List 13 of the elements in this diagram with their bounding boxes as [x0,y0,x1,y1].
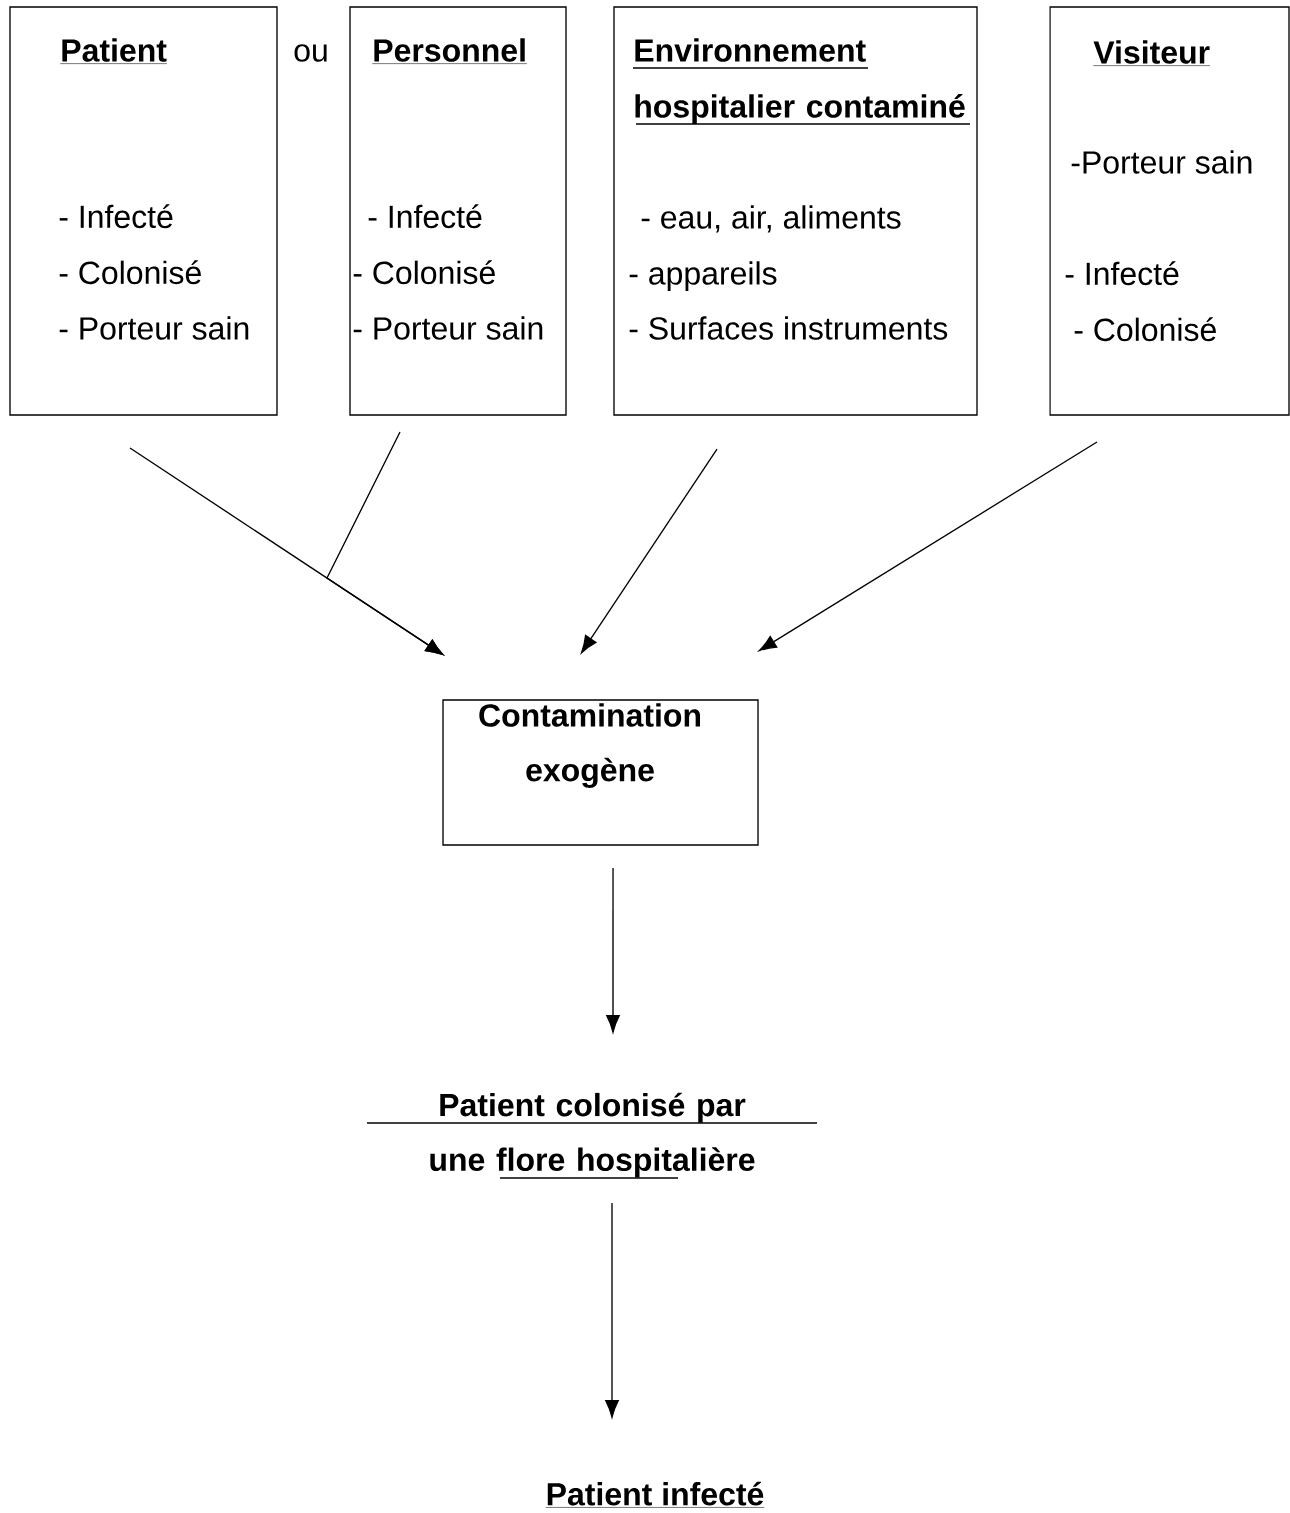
source-box: Visiteur -Porteur sain - Infecté - Colonisé [1049,6,1290,416]
source-box: Patient - Infecté - Colonisé - Porteur sain [9,6,278,416]
arrow [605,1202,619,1418]
outcome-text: Patient colonisé par une flore hospitalière [366,1092,818,1179]
process-box: Contamination exogène [442,699,759,846]
arrow [758,441,1098,652]
source-box: Personnel - Infecté - Colonisé - Porteur sain [349,6,567,416]
arrow [606,867,620,1033]
arrow [580,448,718,654]
arrow [326,431,444,656]
connector-word: ou [294,44,327,62]
outcome-text: Patient infecté [545,1481,765,1508]
source-box: Environnement hospitalier contaminé - eau, air, aliments - appareils - Surfaces instruments [613,6,978,416]
